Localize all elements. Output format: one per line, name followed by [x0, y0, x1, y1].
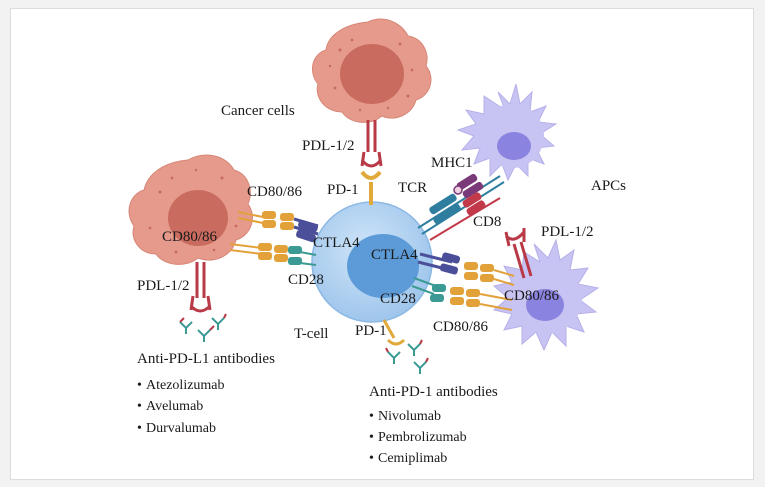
- cd80-86-left-bottom-label: CD80/86: [162, 229, 218, 245]
- cancer-cell-top: [311, 18, 432, 123]
- bullet-icon: •: [137, 378, 142, 393]
- apc-nucleus: [497, 132, 531, 160]
- bullet-icon: •: [137, 399, 142, 414]
- anti-pdl1-title: Anti-PD-L1 antibodies: [137, 351, 275, 367]
- bullet-icon: •: [137, 421, 142, 436]
- bullet-icon: •: [369, 409, 374, 424]
- anti-pd1-antibody-icons: [385, 339, 429, 374]
- anti-pd1-title: Anti-PD-1 antibodies: [369, 384, 498, 400]
- pd1-receptor-top: [360, 170, 382, 205]
- apc-bottom: [492, 238, 600, 352]
- cd80-86-right-top-label: CD80/86: [504, 288, 560, 304]
- pdl-top-label: PDL-1/2: [302, 138, 355, 154]
- drug-item: Atezolizumab: [146, 378, 225, 393]
- cancer-cells-label: Cancer cells: [221, 103, 295, 119]
- apc-top: [456, 83, 558, 182]
- cancer-nucleus: [168, 190, 228, 246]
- bullet-icon: •: [369, 430, 374, 445]
- mhc1-label: MHC1: [431, 155, 473, 171]
- cd28-left-label: CD28: [288, 272, 324, 288]
- anti-pdl1-antibody-icons: [179, 313, 227, 342]
- pdl-left-label: PDL-1/2: [137, 278, 190, 294]
- bullet-icon: •: [369, 451, 374, 466]
- cd80-ctla4-left: [237, 211, 319, 243]
- apcs-label: APCs: [591, 178, 626, 194]
- cd8-label: CD8: [473, 214, 501, 230]
- ctla4-right-label: CTLA4: [371, 247, 418, 263]
- cd28-right-label: CD28: [380, 291, 416, 307]
- t-cell-nucleus: [347, 234, 419, 298]
- drug-item: Avelumab: [146, 399, 203, 414]
- pdl-right-label: PDL-1/2: [541, 224, 594, 240]
- apc-nucleus: [526, 289, 564, 321]
- cancer-nucleus: [340, 44, 404, 104]
- drug-item: Nivolumab: [378, 409, 441, 424]
- drug-item: Pembrolizumab: [378, 430, 467, 445]
- drug-item: Cemiplimab: [378, 451, 447, 466]
- pdl-receptor-right: [504, 228, 533, 279]
- t-cell-label: T-cell: [294, 326, 328, 342]
- cd80-cd28-left: [229, 243, 317, 266]
- cancer-cell-left: [128, 154, 253, 265]
- anti-pd1-drug-list: Anti-PD-1 antibodies • Nivolumab • Pembr…: [369, 384, 498, 466]
- t-cell: [311, 201, 433, 323]
- pdl-receptor-top: [360, 120, 383, 168]
- tcr-label: TCR: [398, 180, 427, 196]
- tcr-mhc1-complex: [417, 173, 505, 241]
- cd80-86-left-top-label: CD80/86: [247, 184, 303, 200]
- pd1-receptor-bottom: [382, 319, 406, 346]
- anti-pdl1-drug-list: Anti-PD-L1 antibodies • Atezolizumab • A…: [137, 351, 275, 436]
- drug-item: Durvalumab: [146, 421, 216, 436]
- ctla4-cd80-right: [417, 252, 515, 286]
- cd80-86-right-bottom-label: CD80/86: [433, 319, 489, 335]
- ctla4-left-label: CTLA4: [313, 235, 360, 251]
- pdl-receptor-left: [189, 262, 212, 313]
- pd1-top-label: PD-1: [327, 182, 359, 198]
- cd28-cd80-right: [411, 277, 513, 311]
- pd1-bottom-label: PD-1: [355, 323, 387, 339]
